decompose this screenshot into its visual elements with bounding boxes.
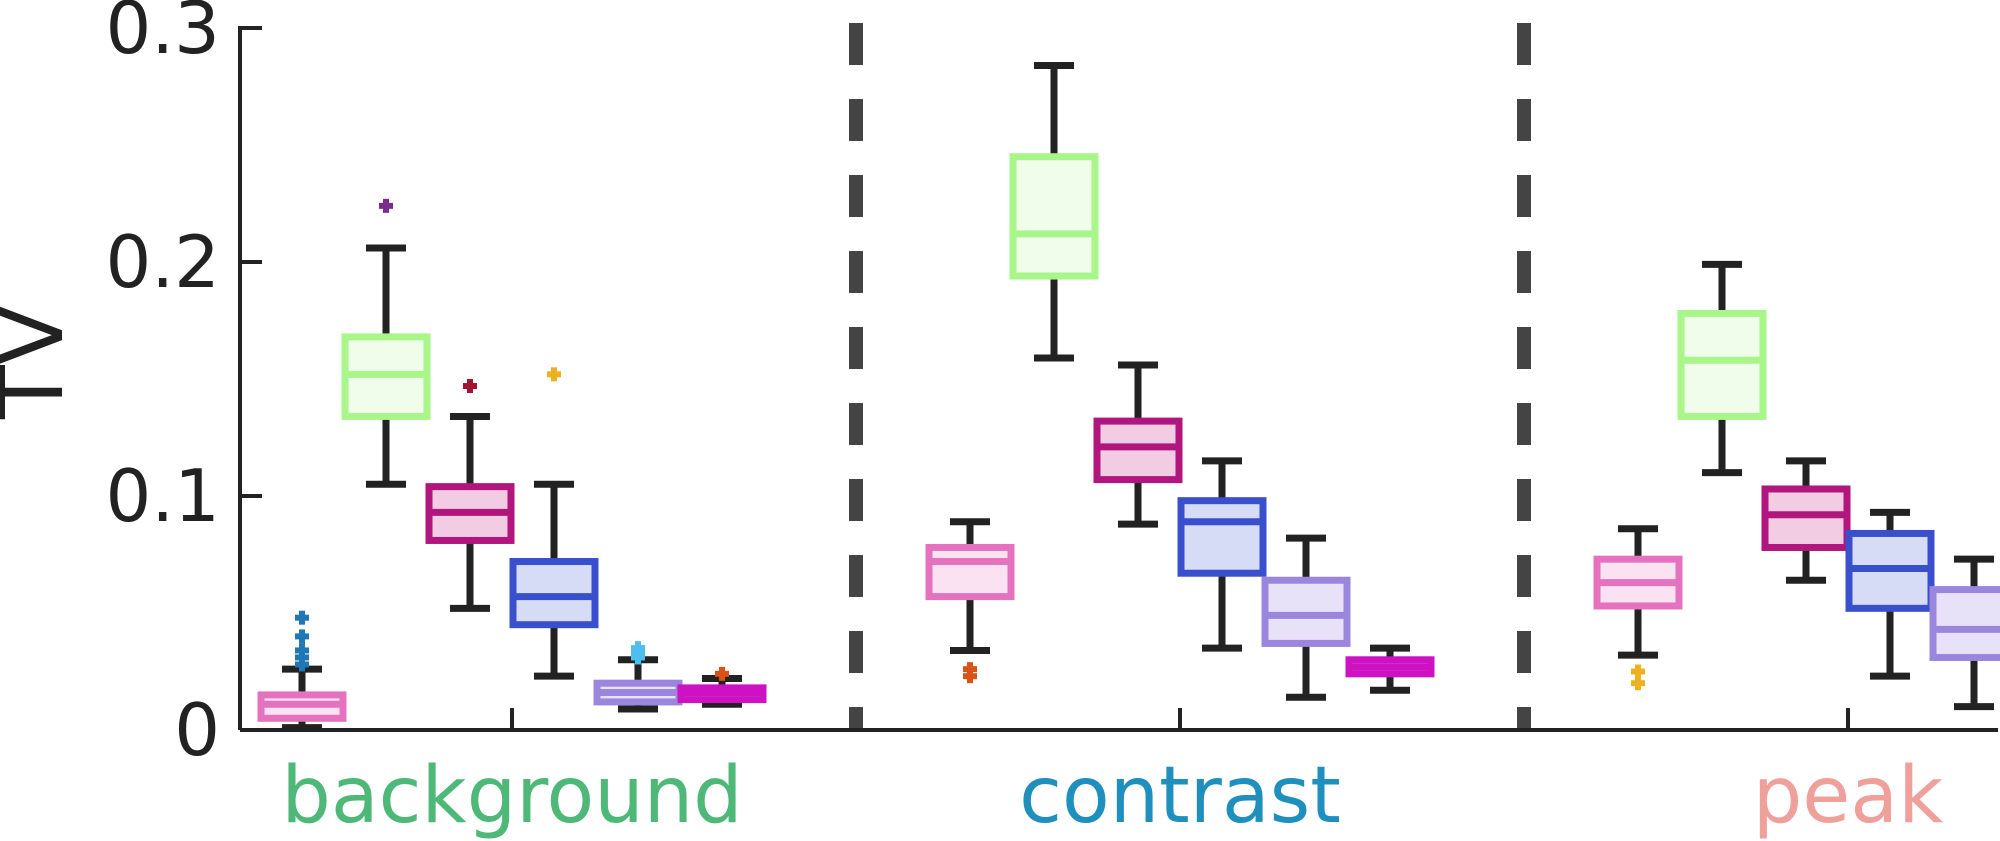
y-tick-label: 0.3 bbox=[105, 0, 220, 70]
box-iqr bbox=[1929, 586, 2000, 661]
y-tick-label: 0.1 bbox=[105, 454, 220, 538]
axes bbox=[238, 26, 1998, 732]
boxes bbox=[257, 61, 2000, 732]
box-iqr bbox=[1009, 153, 1099, 280]
box-iqr bbox=[1761, 485, 1851, 551]
y-tick-label: 0 bbox=[174, 688, 220, 772]
box-iqr bbox=[1677, 309, 1767, 420]
y-tick-label: 0.2 bbox=[105, 220, 220, 304]
group-label: contrast bbox=[1019, 751, 1341, 841]
box-iqr bbox=[1093, 417, 1183, 484]
box-iqr bbox=[925, 543, 1015, 601]
y-axis-label: TV bbox=[0, 305, 83, 420]
group-separators bbox=[849, 23, 1531, 730]
box-iqr bbox=[1261, 576, 1351, 647]
labels: 0 0.1 0.2 0.3 background contrast peak bbox=[105, 0, 1943, 841]
box-iqr bbox=[509, 558, 599, 629]
group-label: peak bbox=[1753, 751, 1943, 841]
box-iqr bbox=[1177, 497, 1267, 577]
group-label: background bbox=[281, 751, 742, 841]
